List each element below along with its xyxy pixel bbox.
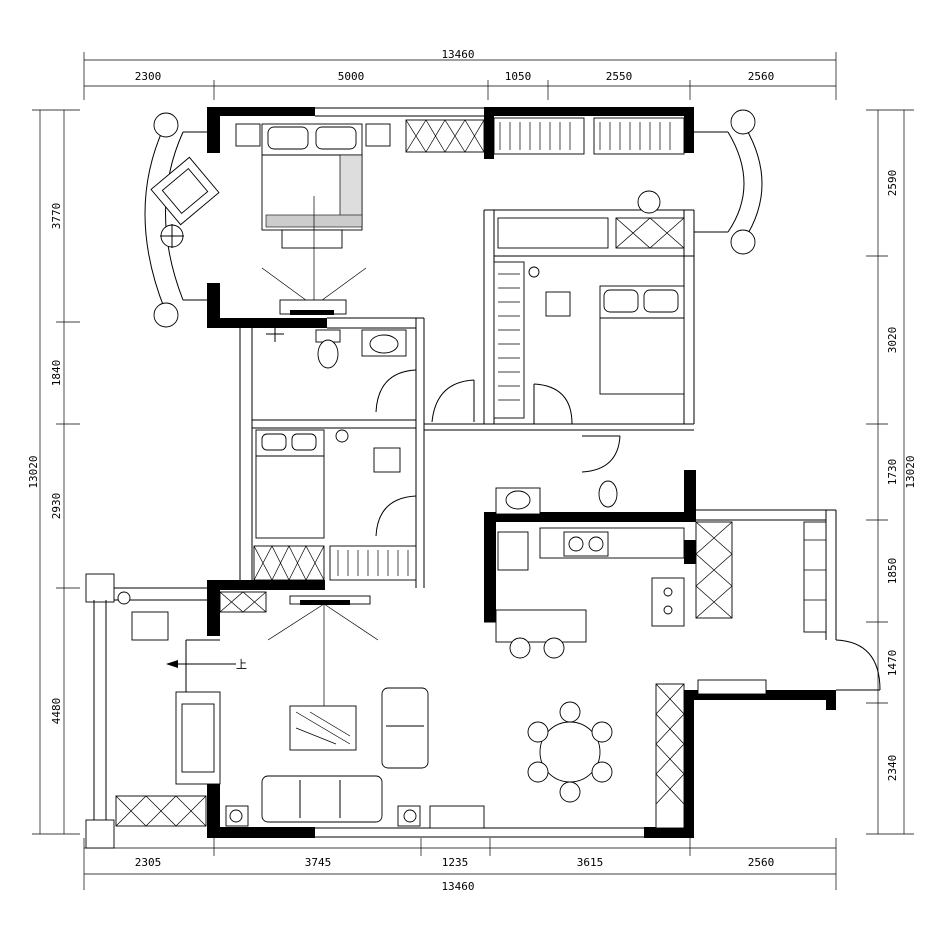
dim-bottom-1: 2305 bbox=[135, 856, 162, 869]
lamp-icon bbox=[160, 224, 184, 248]
bed-third-bedroom bbox=[599, 285, 685, 395]
nightstand-right bbox=[365, 123, 391, 147]
entry-cabinet bbox=[175, 639, 221, 785]
coffee-table bbox=[289, 705, 357, 751]
shelving-dining bbox=[655, 679, 767, 829]
kitchen-counter bbox=[495, 527, 685, 643]
dim-bottom-3: 1235 bbox=[442, 856, 469, 869]
armchair bbox=[150, 156, 220, 226]
dim-top-2: 5000 bbox=[338, 70, 365, 83]
light-fixture-icons bbox=[117, 266, 540, 823]
wardrobe-second-bedroom bbox=[253, 545, 417, 581]
desk-chair-third-bedroom bbox=[545, 291, 571, 317]
ceiling-light-master bbox=[261, 196, 367, 315]
bath-fixture-icon bbox=[266, 326, 284, 342]
toilet-bathroom-2 bbox=[598, 480, 618, 508]
chair-balcony-top bbox=[637, 190, 661, 214]
bottom-dimension-chain: 2305 3745 1235 3615 2560 13460 bbox=[83, 838, 837, 893]
tv-unit bbox=[219, 591, 371, 613]
right-balcony-planters bbox=[695, 521, 827, 633]
dining-table bbox=[527, 701, 613, 803]
entry-mat bbox=[429, 805, 485, 829]
washbasin-bathroom-1 bbox=[361, 329, 407, 357]
right-dimension-chain: 13020 2590 3020 1730 1850 1470 2340 bbox=[866, 109, 917, 835]
dim-top-4: 2550 bbox=[606, 70, 633, 83]
dim-bottom-4: 3615 bbox=[577, 856, 604, 869]
master-bed bbox=[261, 123, 363, 249]
dim-right-6: 2340 bbox=[886, 755, 899, 782]
wardrobe-top bbox=[405, 119, 485, 153]
dim-right-total: 13020 bbox=[904, 455, 917, 488]
wardrobe-third-bedroom bbox=[493, 217, 685, 419]
dim-left-4: 4480 bbox=[50, 698, 63, 725]
desk-chair-second-bedroom bbox=[373, 447, 401, 473]
top-dimension-chain: 13460 2300 5000 1050 2550 2560 bbox=[83, 48, 837, 100]
dim-left-1: 3770 bbox=[50, 203, 63, 230]
wardrobe-hanging bbox=[493, 117, 685, 155]
dim-bottom-total: 13460 bbox=[441, 880, 474, 893]
dim-left-total: 13020 bbox=[27, 455, 40, 488]
dim-right-1: 2590 bbox=[886, 170, 899, 197]
dim-right-4: 1850 bbox=[886, 558, 899, 585]
left-balcony-furniture bbox=[115, 611, 207, 827]
sofa-main bbox=[261, 775, 383, 823]
dim-left-3: 2930 bbox=[50, 493, 63, 520]
left-dimension-chain: 13020 3770 1840 2930 4480 bbox=[27, 109, 80, 835]
dim-right-3: 1730 bbox=[886, 459, 899, 486]
dim-top-3: 1050 bbox=[505, 70, 532, 83]
ceiling-light-living bbox=[267, 603, 379, 706]
dim-left-2: 1840 bbox=[50, 360, 63, 387]
dim-bottom-2: 3745 bbox=[305, 856, 332, 869]
entry-arrow-icon bbox=[166, 660, 236, 668]
dim-top-1: 2300 bbox=[135, 70, 162, 83]
washbasin-bathroom-2 bbox=[495, 487, 541, 515]
walls bbox=[85, 107, 837, 849]
dim-top-5: 2560 bbox=[748, 70, 775, 83]
toilet-bathroom-1 bbox=[315, 329, 341, 369]
sofa-side bbox=[381, 687, 429, 769]
dim-right-5: 1470 bbox=[886, 650, 899, 677]
doors bbox=[375, 369, 881, 691]
nightstand-left bbox=[235, 123, 261, 147]
bed-second-bedroom bbox=[255, 429, 325, 539]
dim-bottom-5: 2560 bbox=[748, 856, 775, 869]
dim-top-total: 13460 bbox=[441, 48, 474, 61]
entry-label: 上 bbox=[236, 658, 247, 671]
bar-stools bbox=[509, 637, 565, 659]
dim-right-2: 3020 bbox=[886, 327, 899, 354]
